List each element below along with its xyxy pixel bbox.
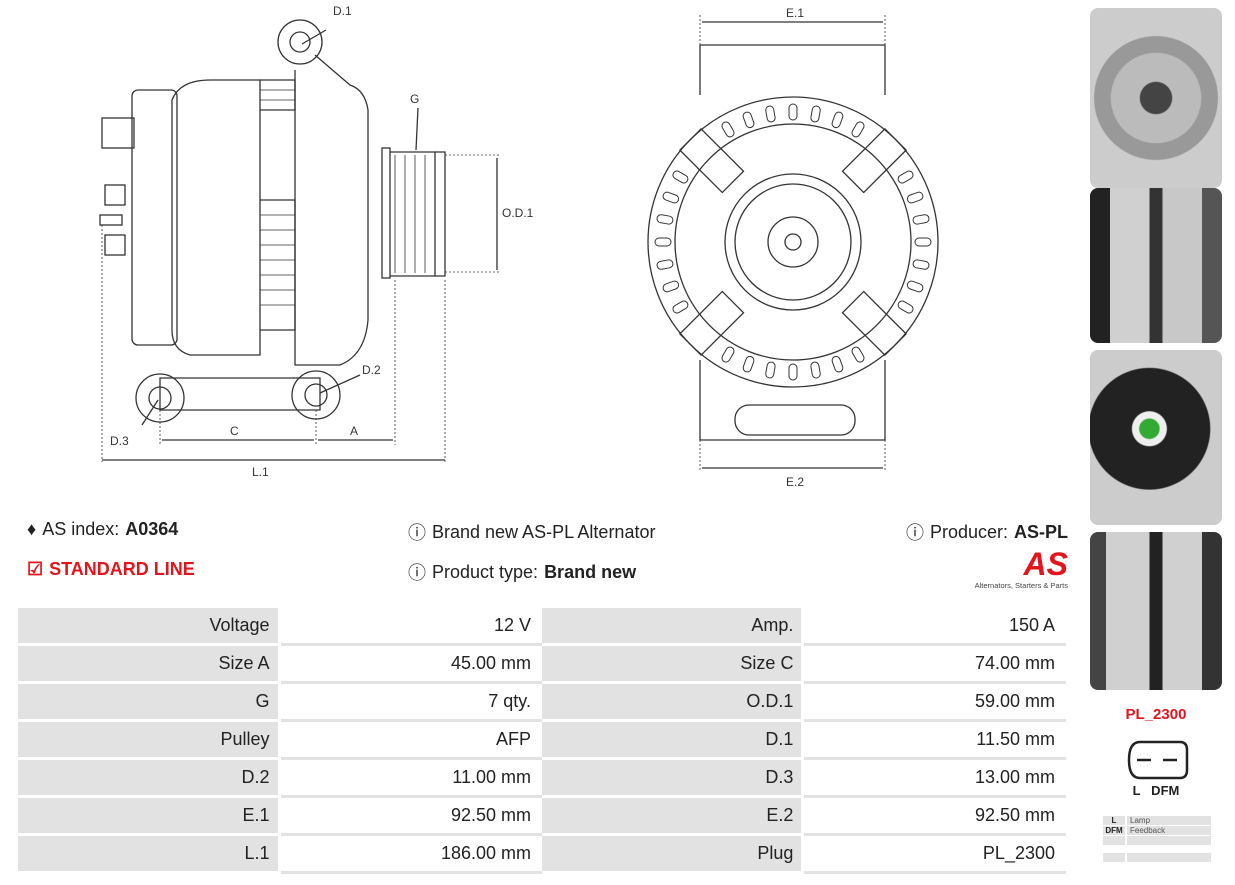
spec-value: PL_2300	[801, 833, 1066, 874]
spec-value: 12 V	[277, 605, 542, 646]
cooling-slot	[912, 214, 930, 225]
plug-connector-icon	[1127, 740, 1189, 780]
plug-pins: L DFM	[1132, 783, 1180, 798]
cooling-slot	[765, 105, 776, 123]
cooling-slot	[897, 300, 914, 314]
spec-label: O.D.1	[538, 681, 805, 722]
label-g: G	[410, 92, 419, 106]
cooling-slot	[831, 111, 844, 129]
spec-label: G	[15, 681, 281, 722]
as-index: ♦AS index:A0364	[27, 519, 179, 539]
label-d1: D.1	[333, 4, 352, 18]
spec-label: E.2	[538, 795, 805, 836]
cooling-slot	[810, 105, 821, 123]
spec-label: Amp.	[538, 605, 805, 646]
cooling-slot	[851, 346, 865, 363]
plug-legend-row	[1103, 853, 1211, 862]
spec-label: Voltage	[15, 605, 281, 646]
cooling-slot	[656, 259, 674, 270]
spec-value: 11.50 mm	[801, 719, 1066, 760]
tags-icon: ♦	[27, 519, 37, 539]
cooling-slot	[906, 191, 924, 204]
spec-label: Size A	[15, 643, 281, 684]
cooling-slot	[672, 170, 689, 184]
cooling-slot	[662, 191, 680, 204]
spec-label: E.1	[15, 795, 281, 836]
cooling-slot	[906, 280, 924, 293]
label-d3: D.3	[110, 434, 129, 448]
cooling-slot	[721, 346, 735, 363]
product-photo-rear[interactable]	[1090, 350, 1222, 525]
spec-label: D.2	[15, 757, 281, 798]
as-logo: AS Alternators, Starters & Parts	[974, 546, 1068, 590]
cooling-slot	[672, 300, 689, 314]
spec-value: AFP	[277, 719, 542, 760]
product-photo-side-2[interactable]	[1090, 532, 1222, 690]
cooling-slot	[788, 103, 798, 121]
info-icon: ⓘ	[408, 523, 426, 543]
cooling-slot	[721, 121, 735, 138]
spec-label: D.3	[538, 757, 805, 798]
spec-value: 186.00 mm	[277, 833, 542, 874]
label-od1: O.D.1	[502, 206, 534, 220]
spec-label: Pulley	[15, 719, 281, 760]
spec-value: 92.50 mm	[277, 795, 542, 836]
spec-value: 92.50 mm	[801, 795, 1066, 836]
cooling-slot	[810, 361, 821, 379]
cooling-slot	[742, 355, 755, 373]
product-photo-front[interactable]	[1090, 8, 1222, 188]
label-l1: L.1	[252, 465, 269, 479]
spec-value: 150 A	[801, 605, 1066, 646]
spec-value: 11.00 mm	[277, 757, 542, 798]
info-icon: ⓘ	[408, 563, 426, 583]
side-view-drawing: D.1 G O.D.1 D.2 D.3 C A L.1	[99, 4, 534, 479]
label-c: C	[230, 424, 239, 438]
plug-name: PL_2300	[1125, 706, 1187, 723]
checkbox-icon: ☑	[27, 559, 44, 579]
cooling-slot	[656, 214, 674, 225]
cooling-slot	[912, 259, 930, 270]
spec-value: 13.00 mm	[801, 757, 1066, 798]
plug-legend-row	[1103, 836, 1211, 845]
cooling-slot	[788, 363, 798, 381]
spec-value: 59.00 mm	[801, 681, 1066, 722]
standard-line-badge: ☑STANDARD LINE	[27, 559, 195, 579]
front-view-drawing: E.1 E.2	[647, 6, 939, 489]
cooling-slot	[654, 237, 672, 247]
spec-label: Size C	[538, 643, 805, 684]
label-e2: E.2	[786, 475, 804, 489]
spec-value: 45.00 mm	[277, 643, 542, 684]
spec-value: 7 qty.	[277, 681, 542, 722]
cooling-slot	[662, 280, 680, 293]
spec-label: D.1	[538, 719, 805, 760]
cooling-slot	[897, 170, 914, 184]
label-e1: E.1	[786, 6, 804, 20]
info-icon: ⓘ	[906, 523, 924, 543]
spec-value: 74.00 mm	[801, 643, 1066, 684]
cooling-slot	[851, 121, 865, 138]
cooling-slot	[742, 111, 755, 129]
label-a: A	[350, 424, 358, 438]
product-photo-side[interactable]	[1090, 188, 1222, 343]
spec-label: Plug	[538, 833, 805, 874]
label-d2: D.2	[362, 363, 381, 377]
cooling-slot	[765, 361, 776, 379]
cooling-slot	[914, 237, 932, 247]
cooling-slot	[831, 355, 844, 373]
spec-label: L.1	[15, 833, 281, 874]
